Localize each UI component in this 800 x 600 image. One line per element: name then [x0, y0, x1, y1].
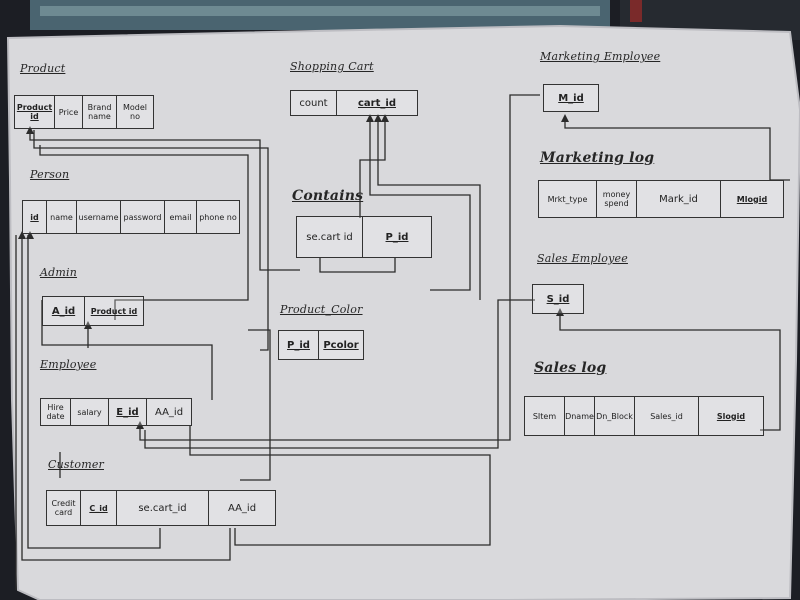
product-color-table: P_id Pcolor	[278, 330, 364, 360]
customer-aa-id-cell: AA_id	[227, 502, 257, 514]
employee-to-sales-line	[144, 299, 535, 449]
person-table: id name username password email phone no	[22, 200, 240, 234]
money-spend-cell: money spend	[597, 181, 637, 217]
cart-to-contains-line	[369, 118, 471, 291]
customer-link-line	[240, 329, 271, 481]
a-id-cell: A_id	[43, 297, 85, 325]
sitem-cell: SItem	[525, 397, 565, 435]
sales-log-table: SItem Dname Dn_Block Sales_id Slogid	[524, 396, 764, 436]
cart-id-cell: cart_id	[358, 97, 396, 109]
marketing-log-table: Mrkt_type money spend Mark_id Mlogid	[538, 180, 784, 218]
admin-title: Admin	[40, 266, 78, 279]
paper-sheet	[8, 26, 800, 600]
marketing-log-line	[564, 118, 790, 181]
price-cell: Price	[55, 96, 83, 128]
phone-no-cell: phone no	[199, 212, 237, 222]
sales-id-cell: Sales_id	[635, 397, 699, 435]
customer-table: Credit card C_id se.cart_id AA_id	[46, 490, 276, 526]
product-to-product-color-line	[29, 130, 300, 271]
mlogid-cell: Mlogid	[736, 194, 768, 204]
customer-se-cart-id-cell: se.cart_id	[117, 491, 209, 525]
dname-cell: Dname	[565, 397, 595, 435]
contains-p-id-cell: P_id	[385, 231, 409, 243]
se-cart-id-cell: se.cart id	[297, 217, 363, 257]
pcolor-cell: Pcolor	[323, 339, 359, 351]
shopping-cart-table: count cart_id	[290, 90, 418, 116]
person-to-customer-line	[27, 235, 161, 549]
name-cell: name	[47, 201, 77, 233]
password-cell: password	[121, 201, 165, 233]
product-to-admin-line	[39, 145, 249, 320]
pc-p-id-cell: P_id	[279, 331, 319, 359]
mark-id-cell: Mark_id	[637, 181, 721, 217]
person-title: Person	[30, 168, 70, 181]
customer-title: Customer	[48, 458, 104, 471]
shopping-cart-title: Shopping Cart	[290, 60, 374, 73]
employee-title: Employee	[40, 358, 97, 371]
slogid-cell: Slogid	[716, 411, 746, 421]
model-no-cell: Model no	[122, 103, 148, 121]
brand-name-cell: Brand name	[83, 96, 117, 128]
hire-date-cell: Hire date	[41, 399, 71, 425]
contains-title: Contains	[292, 188, 364, 204]
email-cell: email	[165, 201, 197, 233]
marketing-employee-title: Marketing Employee	[540, 50, 661, 63]
dn-block-cell: Dn_Block	[595, 397, 635, 435]
id-cell: id	[23, 201, 47, 233]
product-color-title: Product_Color	[280, 303, 363, 316]
sales-employee-title: Sales Employee	[537, 252, 628, 265]
employee-aa-id-cell: AA_id	[154, 406, 184, 418]
admin-table: A_id Product id	[42, 296, 144, 326]
contains-table: se.cart id P_id	[296, 216, 432, 258]
sales-log-title: Sales log	[534, 360, 607, 376]
product-title: Product	[20, 62, 66, 75]
credit-card-cell: Credit card	[47, 491, 81, 525]
admin-product-id-cell: Product id	[90, 306, 138, 316]
s-id-cell: S_id	[546, 293, 570, 305]
salary-cell: salary	[71, 399, 109, 425]
mrkt-type-cell: Mrkt_type	[539, 181, 597, 217]
username-cell: username	[77, 201, 121, 233]
e-id-cell: E_id	[109, 399, 147, 425]
cart-to-contains-inner-line	[359, 118, 386, 218]
marketing-employee-table: M_id	[543, 84, 599, 112]
c-id-cell: C_id	[81, 491, 117, 525]
employee-table: Hire date salary E_id AA_id	[40, 398, 192, 426]
employee-to-marketing-line	[139, 94, 540, 441]
sales-log-line	[559, 312, 781, 431]
product-id-cell: Product id	[15, 96, 55, 128]
marketing-log-title: Marketing log	[540, 150, 655, 166]
m-id-cell: M_id	[558, 92, 584, 104]
count-cell: count	[291, 91, 337, 115]
sales-employee-table: S_id	[532, 284, 584, 314]
product-table: Product id Price Brand name Model no	[14, 95, 154, 129]
